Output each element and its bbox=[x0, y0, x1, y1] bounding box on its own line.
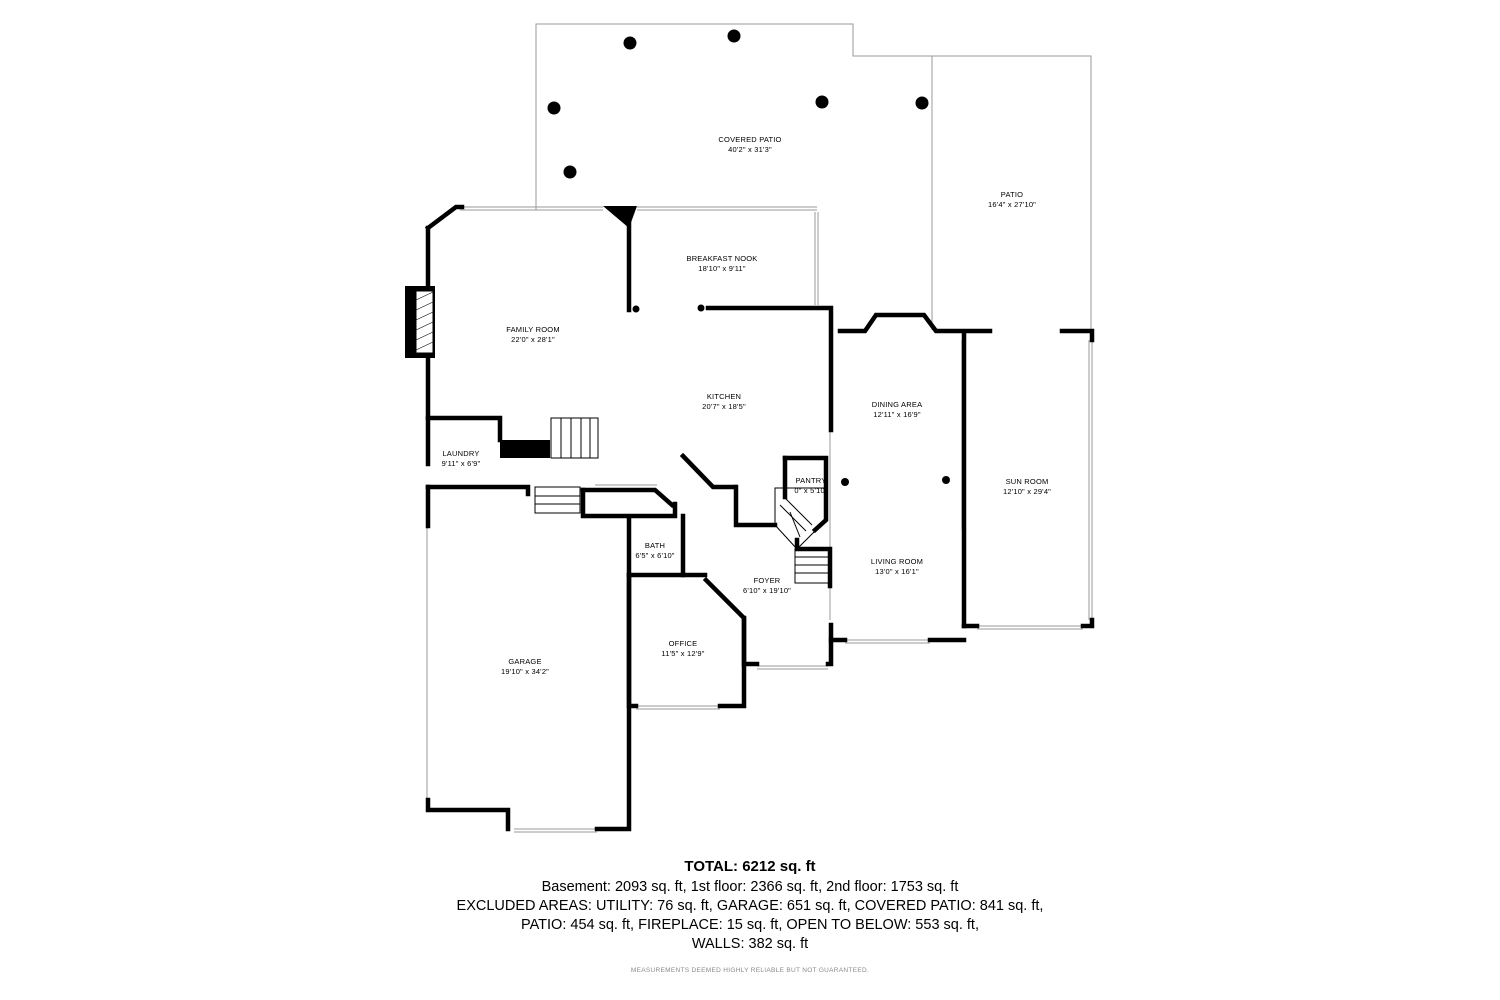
room-kitchen: KITCHEN 20'7" x 18'5" bbox=[702, 392, 746, 412]
room-name: COVERED PATIO bbox=[718, 135, 782, 144]
room-breakfast-nook: BREAKFAST NOOK 18'10" x 9'11" bbox=[686, 254, 757, 274]
room-sun-room: SUN ROOM 12'10" x 29'4" bbox=[1003, 477, 1051, 497]
room-dims: 6'5" x 6'10" bbox=[635, 551, 675, 560]
fireplace bbox=[405, 286, 435, 358]
room-name: BATH bbox=[644, 541, 666, 550]
room-name: FAMILY ROOM bbox=[506, 325, 560, 334]
room-dims: 19'10" x 34'2" bbox=[500, 667, 550, 676]
room-dims: 0" x 5'10" bbox=[794, 486, 828, 495]
room-pantry: PANTRY 0" x 5'10" bbox=[794, 476, 827, 496]
room-dims: 12'11" x 16'9" bbox=[873, 410, 921, 419]
room-dims: 12'10" x 29'4" bbox=[1002, 487, 1052, 496]
summary-line-floors: Basement: 2093 sq. ft, 1st floor: 2366 s… bbox=[541, 879, 959, 895]
room-bath: BATH 6'5" x 6'10" bbox=[635, 541, 674, 561]
interior-posts bbox=[632, 304, 950, 486]
room-dims: 40'2" x 31'3" bbox=[728, 145, 772, 154]
room-laundry: LAUNDRY 9'11" x 6'9" bbox=[442, 449, 481, 469]
room-name: KITCHEN bbox=[706, 392, 742, 401]
room-dims: 22'0" x 28'1" bbox=[511, 335, 555, 344]
room-dims: 9'11" x 6'9" bbox=[441, 459, 481, 468]
patio-outlines bbox=[535, 23, 1092, 332]
room-covered-patio: COVERED PATIO 40'2" x 31'3" bbox=[718, 135, 781, 155]
room-name: GARAGE bbox=[508, 657, 542, 666]
room-office: OFFICE 11'5" x 12'9" bbox=[661, 639, 704, 659]
room-name: OFFICE bbox=[668, 639, 698, 648]
room-garage: GARAGE 19'10" x 34'2" bbox=[501, 657, 549, 677]
room-dims: 11'5" x 12'9" bbox=[661, 649, 705, 658]
summary-line-walls: WALLS: 382 sq. ft bbox=[691, 936, 809, 952]
room-name: PATIO bbox=[1000, 190, 1024, 199]
room-name: LIVING ROOM bbox=[870, 557, 924, 566]
room-living-room: LIVING ROOM 13'0" x 16'1" bbox=[871, 557, 923, 577]
windows bbox=[426, 206, 1093, 833]
room-patio: PATIO 16'4" x 27'10" bbox=[988, 190, 1036, 210]
room-dims: 20'7" x 18'5" bbox=[702, 402, 746, 411]
disclaimer: MEASUREMENTS DEEMED HIGHLY RELIABLE BUT … bbox=[630, 967, 870, 974]
room-name: LAUNDRY bbox=[442, 449, 480, 458]
room-dims: 13'0" x 16'1" bbox=[875, 567, 919, 576]
room-name: FOYER bbox=[753, 576, 781, 585]
room-name: SUN ROOM bbox=[1005, 477, 1049, 486]
room-dining-area: DINING AREA 12'11" x 16'9" bbox=[872, 400, 923, 420]
stairs bbox=[534, 417, 831, 584]
room-dims: 16'4" x 27'10" bbox=[987, 200, 1037, 209]
total-area: TOTAL: 6212 sq. ft bbox=[684, 858, 816, 875]
room-foyer: FOYER 6'10" x 19'10" bbox=[743, 576, 791, 596]
patio-columns bbox=[547, 29, 929, 179]
room-name: DINING AREA bbox=[871, 400, 923, 409]
room-family-room: FAMILY ROOM 22'0" x 28'1" bbox=[506, 325, 560, 345]
corner-block bbox=[603, 206, 637, 228]
summary-line-patio: PATIO: 454 sq. ft, FIREPLACE: 15 sq. ft,… bbox=[520, 917, 979, 933]
summary-line-excluded: EXCLUDED AREAS: UTILITY: 76 sq. ft, GARA… bbox=[456, 898, 1044, 914]
room-dims: 6'10" x 19'10" bbox=[742, 586, 792, 595]
room-name: BREAKFAST NOOK bbox=[686, 254, 758, 263]
laundry-block bbox=[500, 440, 550, 458]
walls bbox=[424, 204, 1095, 832]
room-dims: 18'10" x 9'11" bbox=[698, 264, 746, 273]
room-name: PANTRY bbox=[795, 476, 827, 485]
